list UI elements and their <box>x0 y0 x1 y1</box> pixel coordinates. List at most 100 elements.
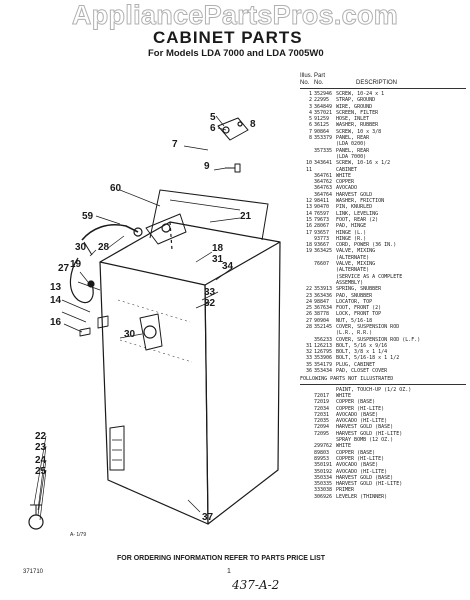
part-description: SCREEN, FILTER <box>336 109 379 116</box>
part-number: 90470 <box>314 204 330 211</box>
parts-row: (ALTERNATE) <box>300 267 466 273</box>
illus-number: 17 <box>305 229 312 236</box>
part-number: 76607 <box>314 261 330 268</box>
callout-label: 23 <box>35 442 47 453</box>
part-number: 353913 <box>314 286 333 293</box>
part-number: 356233 <box>314 336 333 343</box>
part-number: 364763 <box>314 185 333 192</box>
part-description: PAD, CLOSET COVER <box>336 368 388 375</box>
part-description: COPPER (BASE) <box>336 399 376 406</box>
callout-label: 60 <box>110 183 122 194</box>
part-description: BOLT, 5/16 x 9/16 <box>336 342 388 349</box>
illus-number: 19 <box>305 248 312 255</box>
part-description: HARVEST GOLD (HI-LITE) <box>336 481 403 488</box>
illus-number: 28 <box>305 323 312 330</box>
part-number: 22995 <box>314 97 330 104</box>
part-description: VALVE, MIXING <box>336 261 376 268</box>
part-number: 352946 <box>314 91 333 97</box>
part-number: 72035 <box>314 418 330 425</box>
illus-number: 2 <box>308 97 312 104</box>
parts-row: (L.R., R.R.) <box>300 330 466 336</box>
illus-number: 10 <box>305 160 312 167</box>
illus-number: 35 <box>305 361 312 368</box>
part-description: PIN, KNURLED <box>336 204 373 211</box>
parts-list-header: Illus. Part No. No. DESCRIPTION <box>300 73 466 87</box>
part-number: 353906 <box>314 355 333 362</box>
part-number: 126795 <box>314 349 333 356</box>
part-description: COVER, SUSPENSION ROD <box>336 323 400 330</box>
part-number: 90864 <box>314 128 330 135</box>
part-description: COVER, SUSPENSION ROD (L.F.) <box>336 336 421 343</box>
part-description: SCREW, 10 x 3/8 <box>336 128 382 135</box>
part-number: 364849 <box>314 103 333 110</box>
part-description: (ALTERNATE) <box>336 254 370 261</box>
part-description: WASHER, FRICTION <box>336 198 385 205</box>
part-description: VALVE, MIXING <box>336 248 376 255</box>
illus-number: 24 <box>305 298 312 305</box>
part-description: FOOT, REAR (2) <box>336 216 379 223</box>
not-illustrated-row: PAINT, TOUCH-UP (1/2 OZ.) <box>300 387 466 393</box>
illus-number: 25 <box>305 305 312 312</box>
part-number: 36125 <box>314 122 330 129</box>
part-number: 353379 <box>314 135 333 142</box>
part-description: CABINET <box>336 166 358 173</box>
callout-label: 27 <box>58 263 70 274</box>
illus-number: 32 <box>305 349 312 356</box>
part-description: CORD, POWER (36 IN.) <box>336 242 397 249</box>
part-number: 79673 <box>314 216 330 223</box>
part-description: AVOCADO (BASE) <box>336 411 379 418</box>
part-description: PANEL, REAR <box>336 147 370 154</box>
parts-row: ASSEMBLY) <box>300 280 466 286</box>
front-foot <box>28 514 44 530</box>
handwritten-note: 437-A-2 <box>232 578 280 592</box>
part-number: 363436 <box>314 292 333 299</box>
part-number: 354179 <box>314 361 333 368</box>
callout-label: 16 <box>50 317 62 328</box>
illus-number: 36 <box>305 368 312 375</box>
callout-label: 28 <box>98 242 110 253</box>
watermark: AppliancePartsPros.com <box>71 0 399 31</box>
part-number: 72017 <box>314 392 330 399</box>
part-number: 363425 <box>314 248 333 255</box>
cabinet-front-face <box>99 261 209 525</box>
callout-label: 14 <box>50 295 62 306</box>
illus-number: 7 <box>308 128 312 135</box>
illus-number: 5 <box>308 116 312 123</box>
part-number: 98411 <box>314 198 330 205</box>
callout-label: 31 <box>212 254 224 265</box>
header-part: Part <box>314 73 326 79</box>
part-description: BOLT, 3/8 x 1 1/4 <box>336 349 388 356</box>
callout-label: 30 <box>124 329 136 340</box>
illus-number: 27 <box>305 317 312 324</box>
part-description: HINGE (L.) <box>336 229 367 236</box>
rear-panel <box>149 189 269 241</box>
figure-code: A- 1/79 <box>70 532 87 538</box>
parts-row: 76607 VALVE, MIXING <box>300 261 466 267</box>
callout-label: 6 <box>210 123 216 134</box>
part-description: WHITE <box>336 443 352 450</box>
ground-strap <box>217 117 249 141</box>
part-description: WIRE, GROUND <box>336 103 373 110</box>
